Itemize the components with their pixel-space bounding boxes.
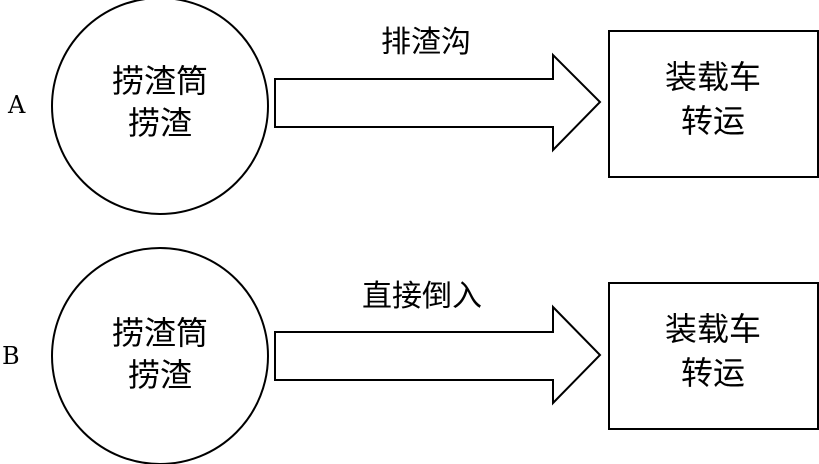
row-a: A 捞渣筒 捞渣 排渣沟 装载车 转运 xyxy=(7,0,819,215)
row-b-arrow-label: 直接倒入 xyxy=(362,279,482,314)
row-a-arrow-label: 排渣沟 xyxy=(381,25,471,60)
row-a-target-box xyxy=(608,30,819,178)
row-b-source-circle xyxy=(51,247,269,464)
row-a-letter: A xyxy=(7,91,26,119)
row-a-source-line2: 捞渣 xyxy=(128,104,192,142)
row-a-target-line1: 装载车 xyxy=(665,58,761,96)
row-b: B 捞渣筒 捞渣 直接倒入 装载车 转运 xyxy=(2,247,819,464)
row-b-target-box xyxy=(608,282,819,430)
row-b-target-line2: 转运 xyxy=(681,354,745,392)
row-b-target-line1: 装载车 xyxy=(665,310,761,348)
row-b-source-line2: 捞渣 xyxy=(128,356,192,394)
row-a-arrow xyxy=(274,52,602,153)
row-a-target-line2: 转运 xyxy=(681,102,745,140)
row-b-source-line1: 捞渣筒 xyxy=(112,314,208,352)
row-b-arrow xyxy=(274,304,602,406)
row-b-letter: B xyxy=(2,342,20,370)
row-a-source-circle xyxy=(51,0,269,215)
row-a-source-line1: 捞渣筒 xyxy=(112,62,208,100)
